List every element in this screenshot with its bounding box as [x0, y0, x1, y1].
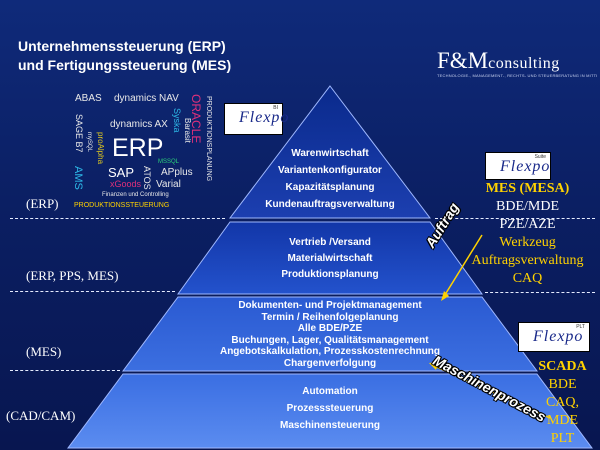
word-applus: APplus	[161, 167, 193, 178]
scada-heading: SCADA	[538, 359, 587, 374]
scada-list: SCADA BDE CAQ, MDE PLT	[530, 358, 595, 448]
level-divider	[10, 291, 175, 292]
pyramid-top-item: Kundenauftragsverwaltung	[265, 199, 395, 210]
word-sap: SAP	[108, 165, 135, 180]
auftrag-arrow	[442, 234, 483, 299]
flexo-suite-tag: Suite	[534, 154, 546, 160]
fm-consulting-logo: F&Mconsulting	[437, 48, 560, 74]
pyramid-base-item: Prozesssteuerung	[286, 403, 374, 414]
mes-item: Auftragsverwaltung	[471, 253, 584, 268]
pyramid-layer-lower-mid	[122, 296, 538, 372]
title-line-1: Unternehmenssteuerung (ERP)	[18, 38, 226, 54]
word-sage: SAGE B7	[74, 114, 84, 153]
logo-main-text: F&M	[437, 48, 489, 73]
mes-list: MES (MESA) BDE/MDE PZE/AZE Werkzeug Auft…	[460, 180, 595, 288]
word-xgoods: xGoods	[110, 179, 142, 189]
pyramid-lower-mid-item: Angebotskalkulation, Prozesskostenrechnu…	[219, 346, 441, 357]
mes-item: CAQ	[512, 271, 543, 286]
word-ams: AMS	[72, 166, 84, 190]
mes-item: BDE/MDE	[496, 199, 559, 214]
flexo-plt-logo: Flexpo	[533, 328, 584, 345]
pyramid-lower-mid-item: Buchungen, Lager, Qualitätsmanagement	[231, 334, 429, 346]
level-divider	[10, 218, 225, 219]
word-proalpha: proAlpha	[96, 132, 105, 165]
scada-item: MDE	[546, 413, 579, 428]
word-syska: Syska	[172, 108, 182, 133]
mes-heading: MES (MESA)	[485, 181, 570, 196]
level-label-cad-cam: (CAD/CAM)	[6, 408, 76, 423]
pyramid-layer-base	[67, 373, 593, 449]
level-label-erp: (ERP)	[26, 196, 59, 211]
word-produktionsplanung: PRODUKTIONSPLANUNG	[205, 96, 212, 182]
flexo-suite-logo: Flexpo	[500, 158, 551, 175]
pyramid-lower-mid-item: Chargenverfolgung	[283, 357, 377, 369]
word-atos: ATOS	[142, 166, 152, 190]
pyramid-upper-mid-item: Vertrieb /Versand	[289, 237, 371, 248]
level-label-erp-pps-mes: (ERP, PPS, MES)	[26, 268, 119, 283]
flexo-bi-logo: Flexpo	[239, 109, 290, 126]
word-mysql: mySQL	[86, 132, 92, 153]
auftrag-arrowhead	[441, 291, 449, 301]
pyramid-base-text: Automation Prozesssteuerung Maschinenste…	[250, 385, 410, 432]
pyramid-top-item: Warenwirtschaft	[291, 148, 369, 159]
pyramid-lower-mid-item: Dokumenten- und Projektmanagement	[238, 300, 422, 311]
level-divider-right	[485, 292, 595, 293]
flexo-bi-tag: BI	[273, 105, 278, 111]
word-barasit: Barasit	[183, 118, 192, 143]
mes-item: PZE/AZE	[499, 217, 556, 232]
pyramid-top-text: Warenwirtschaft Variantenkonfigurator Ka…	[250, 147, 410, 211]
level-label-mes: (MES)	[26, 344, 62, 359]
scada-item: BDE	[548, 377, 577, 392]
mes-item: Werkzeug	[499, 235, 556, 250]
maschinenprozess-arrowhead	[429, 362, 439, 370]
pyramid-lower-mid-text: Dokumenten- und Projektmanagement Termin…	[205, 300, 455, 369]
scada-item: CAQ,	[545, 395, 580, 410]
flexo-plt-badge: PLT Flexpo	[518, 322, 590, 352]
pyramid-base-item: Maschinensteuerung	[279, 420, 381, 431]
pyramid-layer-top	[228, 85, 432, 219]
logo-tagline: TECHNOLOGIE-, MANAGEMENT-, RECHTS- UND S…	[437, 73, 597, 78]
pyramid-lower-mid-item: Termin / Reihenfolgeplanung	[261, 311, 399, 323]
word-mssql: MSSQL	[158, 159, 180, 165]
word-varial: Varial	[156, 179, 181, 190]
pyramid-upper-mid-item: Produktionsplanung	[281, 269, 379, 280]
scada-item: PLT	[550, 431, 575, 446]
level-divider	[10, 370, 120, 371]
word-oracle: ORACLE	[189, 94, 203, 144]
erp-word-cloud: ABAS dynamics NAV dynamics AX ERP SAP SA…	[70, 92, 220, 212]
pyramid-upper-mid-text: Vertrieb /Versand Materialwirtschaft Pro…	[245, 236, 415, 281]
maschinenprozess-arrow	[431, 364, 551, 419]
word-finanzen: Finanzen und Controlling	[102, 192, 169, 198]
pyramid-base-item: Automation	[302, 386, 358, 397]
pyramid-top-item: Variantenkonfigurator	[278, 165, 382, 176]
word-abas: ABAS	[75, 93, 102, 104]
title-line-2: und Fertigungssteuerung (MES)	[18, 57, 232, 73]
word-produktionssteuerung: PRODUKTIONSSTEUERUNG	[74, 202, 170, 209]
pyramid-top-item: Kapazitätsplanung	[285, 182, 375, 193]
pyramid-lower-mid-item: Alle BDE/PZE	[297, 323, 363, 334]
word-dynamics-nav: dynamics NAV	[114, 93, 179, 104]
word-erp: ERP	[112, 134, 164, 162]
flexo-bi-badge: BI Flexpo	[224, 103, 288, 135]
flexo-plt-tag: PLT	[576, 324, 585, 330]
word-dynamics-ax: dynamics AX	[110, 119, 168, 130]
pyramid-upper-mid-item: Materialwirtschaft	[287, 253, 373, 264]
level-divider-right	[435, 218, 595, 219]
pyramid-layer-upper-mid	[177, 221, 483, 295]
flexo-suite-badge: Suite Flexpo	[485, 152, 551, 180]
logo-sub-text: consulting	[488, 55, 560, 72]
